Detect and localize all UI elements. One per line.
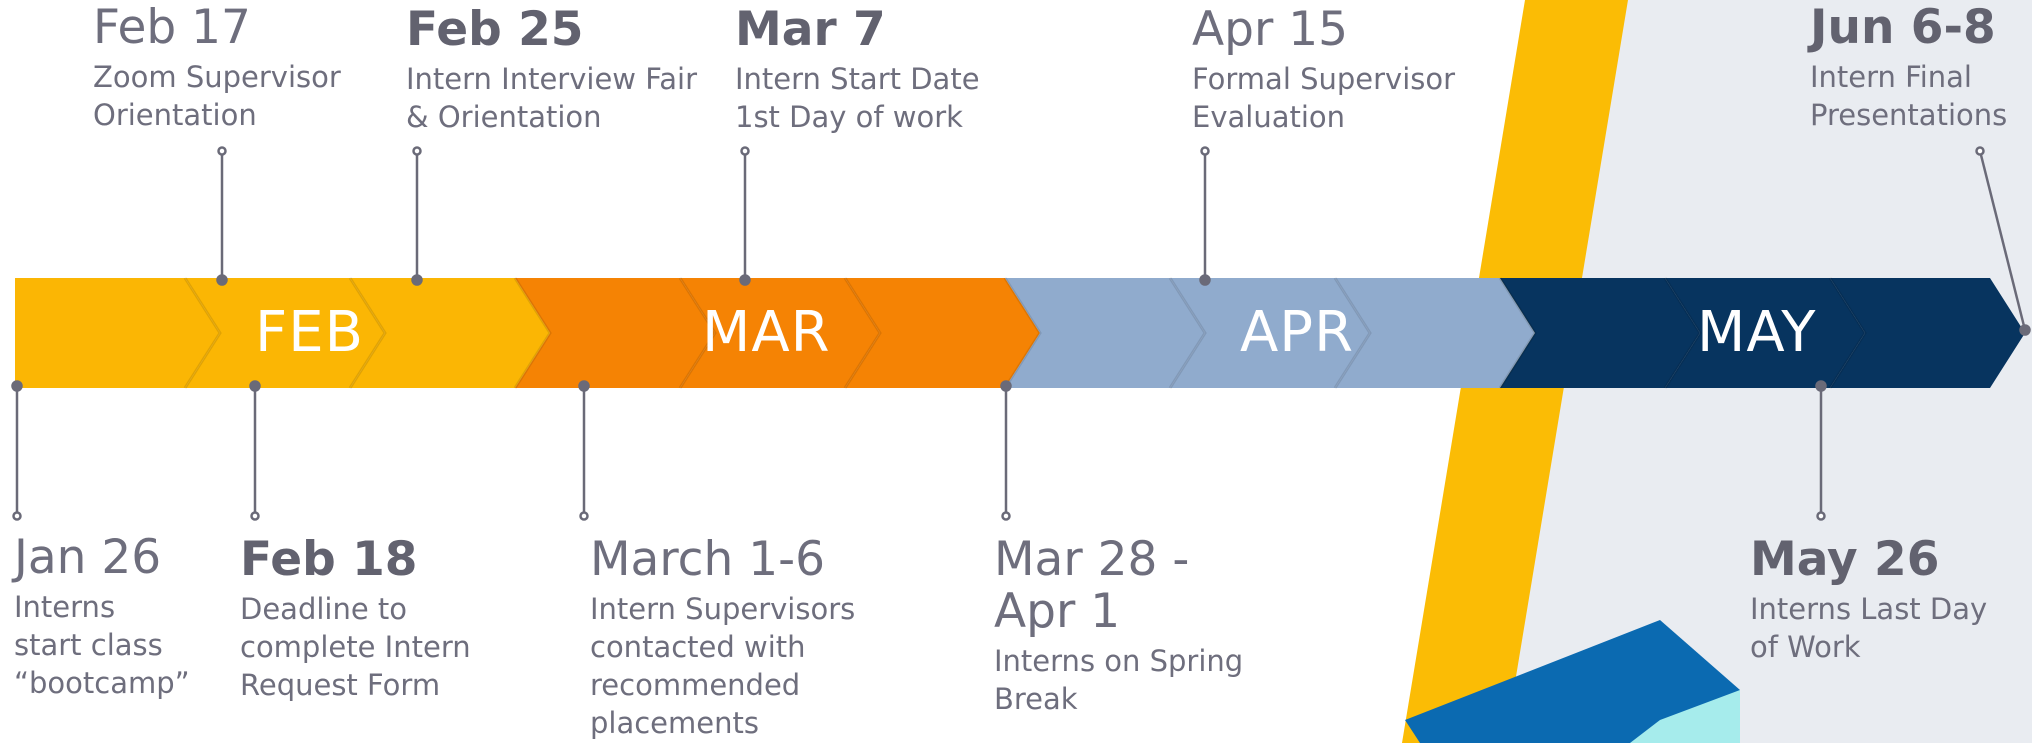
connector-feb-17-bar-dot <box>216 274 228 286</box>
mar-arrow-segment-1 <box>515 278 715 388</box>
event-description: Deadline to complete Intern Request Form <box>240 592 471 702</box>
connector-march-1-6-bar-dot <box>578 380 590 392</box>
connector-jan-26-bar-dot <box>11 380 23 392</box>
connector-jun-6-8-bar-dot <box>2019 324 2031 336</box>
event-feb-18: Feb 18 Deadline to complete Intern Reque… <box>240 534 480 704</box>
apr-arrow-segment-2 <box>1170 278 1370 388</box>
apr-arrow-segment-1 <box>1005 278 1205 388</box>
connector-may-26-end-dot <box>1816 511 1826 521</box>
mar-arrow-segment-3 <box>845 278 1040 388</box>
event-date: Jan 26 <box>14 530 162 585</box>
event-description: Intern Start Date 1st Day of work <box>735 62 980 134</box>
connectors <box>11 146 2031 521</box>
event-description: Intern Final Presentations <box>1810 60 2008 132</box>
feb-arrow-segment-3 <box>350 278 550 388</box>
event-jan-26: Jan 26 Interns start class “bootcamp” <box>14 530 190 702</box>
event-description: Intern Supervisors contacted with recomm… <box>590 592 856 740</box>
event-description: Interns Last Day of Work <box>1750 592 1988 664</box>
connector-jun-6-8-end-dot <box>1975 146 1985 156</box>
event-date: Jun 6-8 <box>1810 0 1996 55</box>
connector-march-1-6-end-dot <box>579 511 589 521</box>
event-description: Zoom Supervisor Orientation <box>93 60 341 132</box>
connector-jan-26-end-dot <box>12 511 22 521</box>
event-jun-6-8: Jun 6-8 Intern Final Presentations <box>1810 2 2030 134</box>
event-feb-25: Feb 25 Intern Interview Fair & Orientati… <box>406 4 706 136</box>
event-mar-7: Mar 7 Intern Start Date 1st Day of work <box>735 4 1015 136</box>
event-feb-17: Feb 17 Zoom Supervisor Orientation <box>93 2 363 134</box>
connector-feb-17-end-dot <box>217 146 227 156</box>
connector-mar-28-bar-dot <box>1000 380 1012 392</box>
event-description: Interns start class “bootcamp” <box>14 590 190 700</box>
connector-mar-7-bar-dot <box>739 274 751 286</box>
may-arrow-segment-1 <box>1500 278 1700 388</box>
connector-apr-15-bar-dot <box>1199 274 1211 286</box>
month-arrow-bar <box>15 277 2025 389</box>
feb-arrow-segment-1 <box>15 278 220 388</box>
mar-arrow-segment-2 <box>680 278 880 388</box>
event-apr-15: Apr 15 Formal Supervisor Evaluation <box>1192 4 1492 136</box>
event-description: Interns on Spring Break <box>994 644 1244 716</box>
month-label-apr: APR <box>1240 300 1354 365</box>
event-date: Feb 17 <box>93 0 251 55</box>
feb-arrow-segment-2 <box>185 278 385 388</box>
event-date: Mar 7 <box>735 2 886 57</box>
connector-may-26-bar-dot <box>1815 380 1827 392</box>
month-label-mar: MAR <box>702 300 831 365</box>
may-arrow-segment-2 <box>1665 278 1865 388</box>
event-description: Formal Supervisor Evaluation <box>1192 62 1456 134</box>
event-date: Mar 28 - Apr 1 <box>994 532 1190 639</box>
event-march-1-6: March 1-6 Intern Supervisors contacted w… <box>590 534 890 742</box>
event-may-26: May 26 Interns Last Day of Work <box>1750 534 2020 666</box>
connector-feb-25-end-dot <box>412 146 422 156</box>
may-arrow-segment-3 <box>1830 278 2025 388</box>
event-description: Intern Interview Fair & Orientation <box>406 62 697 134</box>
apr-arrow-segment-3 <box>1335 278 1535 388</box>
connector-feb-25-bar-dot <box>411 274 423 286</box>
blue-accent-shape <box>1405 620 1740 743</box>
month-label-may: MAY <box>1697 300 1817 365</box>
event-date: Apr 15 <box>1192 2 1349 57</box>
event-date: Feb 18 <box>240 532 418 587</box>
cyan-accent-shape <box>1630 690 1740 743</box>
event-date: Feb 25 <box>406 2 584 57</box>
connector-apr-15-end-dot <box>1200 146 1210 156</box>
event-date: March 1-6 <box>590 532 825 587</box>
connector-feb-18-end-dot <box>250 511 260 521</box>
connector-mar-7-end-dot <box>740 146 750 156</box>
month-label-feb: FEB <box>255 300 365 365</box>
event-mar-28-apr-1: Mar 28 - Apr 1 Interns on Spring Break <box>994 534 1264 718</box>
connector-feb-18-bar-dot <box>249 380 261 392</box>
connector-jun-6-8 <box>1978 150 2027 331</box>
connector-mar-28-end-dot <box>1001 511 1011 521</box>
event-date: May 26 <box>1750 532 1940 587</box>
